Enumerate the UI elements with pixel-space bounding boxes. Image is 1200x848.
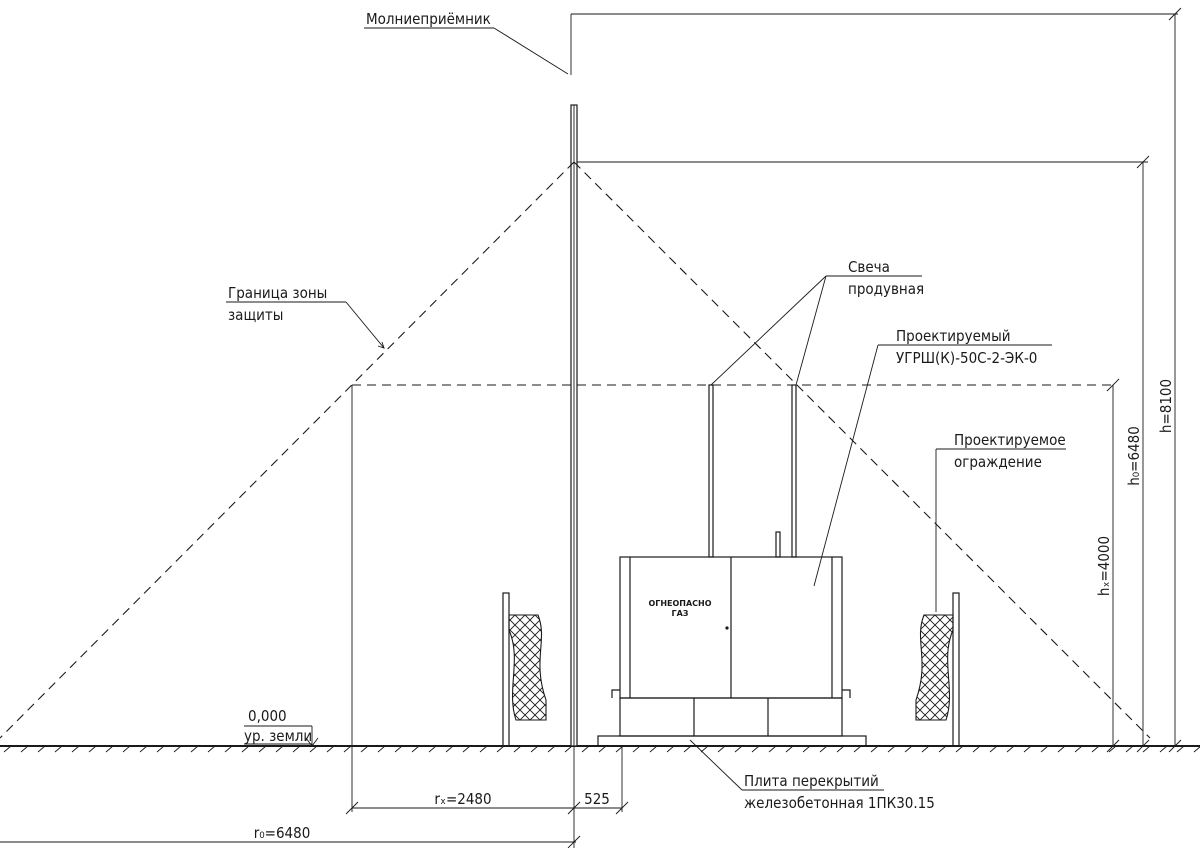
callout-lightning-rod: Молниеприёмник	[364, 10, 569, 75]
dimension-h0: h₀=6480	[1125, 155, 1150, 753]
concrete-slab	[597, 735, 867, 747]
dimension-h0-label: h₀=6480	[1125, 426, 1143, 486]
purge-candles	[708, 384, 797, 558]
lightning-rod	[570, 104, 578, 747]
ground-level-text: ур. земли	[244, 727, 312, 745]
callout-slab: Плита перекрытий железобетонная 1ПК30.15	[689, 739, 935, 812]
dimension-hx-label: hₓ=4000	[1095, 536, 1113, 596]
fence-left	[502, 592, 547, 747]
label-slab-line2: железобетонная 1ПК30.15	[744, 794, 935, 812]
dimension-hx: hₓ=4000	[1095, 378, 1120, 753]
label-slab-line1: Плита перекрытий	[744, 772, 879, 790]
dimension-r0-label: r₀=6480	[254, 824, 311, 842]
label-candle-line1: Свеча	[848, 258, 890, 276]
callout-ugrsh: Проектируемый УГРШ(К)-50С-2-ЭК-0	[813, 327, 1052, 587]
label-ugrsh-line1: Проектируемый	[896, 327, 1011, 345]
callout-fence: Проектируемое ограждение	[935, 431, 1066, 612]
label-fence-line2: ограждение	[954, 453, 1042, 471]
label-zone-line2: защиты	[228, 306, 283, 324]
dimension-h-label: h=8100	[1157, 379, 1175, 433]
dimension-offset: 525	[574, 746, 629, 815]
door-handle	[725, 626, 729, 630]
ground-level-mark: 0,000 ур. земли	[244, 707, 319, 747]
label-ugrsh-line2: УГРШ(К)-50С-2-ЭК-0	[896, 349, 1037, 367]
cabinet-warning-line1: ОГНЕОПАСНО	[648, 599, 711, 608]
cabinet-warning-line2: ГАЗ	[672, 609, 689, 618]
callout-zone-boundary: Граница зоны защиты	[226, 284, 385, 349]
dimension-h: h=8100	[1157, 7, 1182, 753]
gas-cabinet: ОГНЕОПАСНО ГАЗ	[619, 531, 843, 699]
dimension-rx-label: rₓ=2480	[434, 790, 491, 808]
protection-zone-boundary	[0, 161, 1151, 739]
ground-level-value: 0,000	[248, 707, 287, 725]
fence-right	[915, 592, 960, 747]
dimension-offset-label: 525	[584, 790, 610, 808]
dimension-rx: rₓ=2480	[345, 790, 581, 815]
label-fence-line1: Проектируемое	[954, 431, 1066, 449]
label-zone-line1: Граница зоны	[228, 284, 327, 302]
dimension-r0: r₀=6480	[0, 746, 581, 848]
callout-purge-candle: Свеча продувная	[710, 258, 924, 386]
label-lightning-rod: Молниеприёмник	[366, 10, 491, 28]
label-candle-line2: продувная	[848, 280, 924, 298]
ground-line	[0, 745, 1200, 753]
